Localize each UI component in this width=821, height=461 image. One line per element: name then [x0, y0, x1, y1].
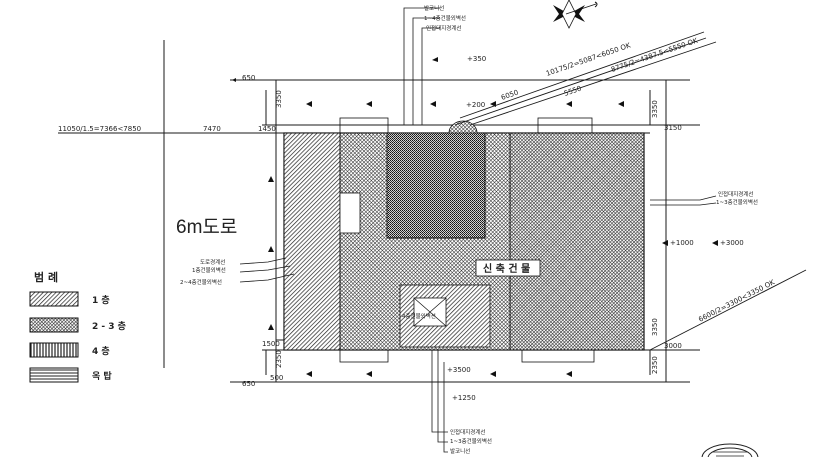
legend-label-1: 1 층	[92, 294, 110, 306]
dim-left-1500: 1500	[262, 340, 280, 348]
seal-stamp-icon	[701, 443, 759, 461]
dim-left-setback-top: 3350	[275, 90, 283, 108]
dim-right-2350: 2350	[651, 356, 659, 374]
dim-right-3150: 3150	[664, 124, 682, 132]
dim-top-350: +350	[467, 55, 486, 63]
dim-left-1450: 1450	[258, 125, 276, 133]
building-footprint	[283, 117, 650, 363]
dim-left-2350: 2350	[275, 350, 283, 368]
callout-top-2: 1~4층건물외벽선	[424, 14, 466, 22]
building-name-plate: 신 축 건 물	[475, 259, 541, 277]
right-dimension-labels: 3350 3150 +1000 +3000 3350 3000 2350 +35…	[447, 100, 744, 402]
dim-right-1000: +1000	[670, 239, 694, 247]
legend-swatch-3	[29, 342, 79, 358]
dim-top-setback: 650	[242, 74, 255, 82]
callout-bottom-1: 인접대지경계선	[450, 428, 485, 436]
height-limit-lines	[454, 31, 807, 351]
legend-swatch-1	[29, 291, 79, 307]
legend-label-2: 2 - 3 층	[92, 320, 126, 332]
legend-swatch-2	[29, 317, 79, 333]
dim-diag-top-2: 8775/2=4387.5<5550 OK	[610, 37, 699, 74]
dim-bottom-500: 500	[270, 374, 283, 382]
legend-swatch-4	[29, 367, 79, 383]
legend-label-4: 옥 탑	[92, 370, 112, 382]
dim-right-3000-mid: +3000	[720, 239, 744, 247]
dim-bottom-1250: +1250	[452, 394, 476, 402]
dim-right-3000-bot: 3000	[664, 342, 682, 350]
dim-bottom-3500: +3500	[447, 366, 471, 374]
setback-markers	[232, 57, 718, 377]
dim-bottom-setback: 650	[242, 380, 255, 388]
dim-road-7470: 7470	[203, 125, 221, 133]
legend-title: 범 례	[34, 270, 58, 284]
callout-left-1: 도로경계선	[200, 258, 225, 266]
legend: 범 례 1 층 2 - 3 층 4 층 옥 탑	[29, 270, 126, 383]
dim-diag-6050: 6050	[500, 89, 519, 102]
callout-left-2: 1층건물외벽선	[192, 266, 226, 274]
callout-right-2: 1~3층건물외벽선	[716, 198, 758, 206]
dimension-labels: 650 3350 1450 1500 2350 650 500 11050/1.…	[58, 55, 486, 388]
legend-label-3: 4 층	[92, 345, 110, 357]
dim-top-200: +200	[466, 101, 485, 109]
callout-bottom-3: 발코니선	[450, 447, 470, 455]
callout-left-3: 2~4층건물외벽선	[180, 278, 222, 286]
north-arrow-icon	[553, 0, 598, 29]
callout-top-1: 발코니선	[424, 4, 444, 12]
building-name: 신 축 건 물	[483, 262, 530, 275]
dim-right-3350-top: 3350	[651, 100, 659, 118]
dim-right-3350-bot: 3350	[651, 318, 659, 336]
road-label: 6m도로	[176, 217, 237, 238]
callout-right-1: 인접대지경계선	[718, 190, 753, 198]
callout-top-3: 인접대지경계선	[426, 24, 461, 32]
core-label: 4층건물외벽선	[402, 312, 436, 320]
callout-bottom-2: 1~3층건물외벽선	[450, 437, 492, 445]
callout-labels: 발코니선 1~4층건물외벽선 인접대지경계선 인접대지경계선 1~3층건물외벽선…	[180, 4, 758, 455]
dim-road-center: 11050/1.5=7366<7850	[58, 125, 141, 133]
dim-diag-right: 6600/2=3300<3350 OK	[697, 278, 776, 324]
core-box: 4층건물외벽선	[402, 297, 447, 327]
callout-leaders	[239, 7, 717, 453]
